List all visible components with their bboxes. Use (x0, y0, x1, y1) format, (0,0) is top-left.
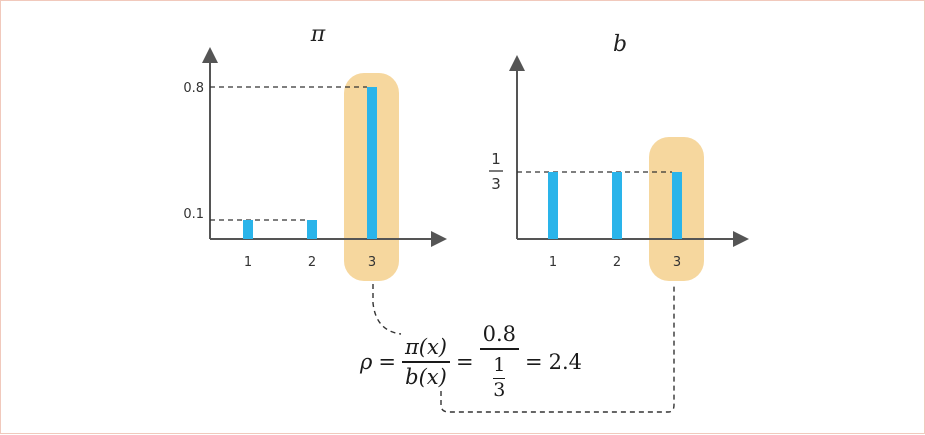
formula-value-fraction: 0.8 1 3 (479, 322, 520, 402)
right-xtick-2: 2 (613, 255, 621, 270)
right-bar-1 (548, 172, 558, 239)
right-bars (548, 172, 682, 239)
connector-left (372, 284, 402, 335)
left-title: π (310, 22, 326, 47)
formula-one-third-bar (493, 377, 506, 380)
left-xtick-1: 1 (244, 255, 252, 270)
right-ytick-numerator: 1 (491, 150, 501, 168)
formula-ratio-bar (401, 361, 450, 363)
left-bars (243, 87, 377, 239)
left-y-arrow-icon (202, 47, 218, 63)
left-x-arrow-icon (431, 231, 447, 247)
formula-one-third-denominator: 3 (493, 379, 506, 402)
formula-equals-1: = (378, 350, 396, 374)
ratio-formula: ρ = π(x) b(x) = 0.8 1 3 = 2.4 (360, 322, 583, 401)
right-x-arrow-icon (733, 231, 749, 247)
right-title: b (613, 32, 627, 57)
connector-right (440, 283, 675, 413)
formula-value-bar (479, 348, 520, 350)
formula-one-third: 1 3 (493, 353, 506, 402)
right-xtick-1: 1 (549, 255, 557, 270)
formula-ratio-fraction: π(x) b(x) (401, 335, 450, 389)
formula-rho: ρ (360, 350, 373, 374)
left-bar-3 (367, 87, 377, 239)
formula-denominator: 1 3 (490, 352, 508, 402)
left-ytick-label-high: 0.8 (183, 81, 204, 96)
right-y-arrow-icon (509, 55, 525, 71)
right-bar-3 (672, 172, 682, 239)
right-x-ticks: 1 2 3 (549, 255, 681, 270)
right-bar-2 (612, 172, 622, 239)
formula-b-x: b(x) (405, 364, 447, 389)
left-xtick-3: 3 (368, 255, 376, 270)
left-x-ticks: 1 2 3 (244, 255, 376, 270)
formula-result: 2.4 (548, 350, 583, 374)
right-ytick-denominator: 3 (491, 175, 501, 193)
right-ytick-label: 1 3 (489, 150, 503, 193)
left-ytick-label-low: 0.1 (183, 207, 204, 222)
right-xtick-3: 3 (673, 255, 681, 270)
left-xtick-2: 2 (308, 255, 316, 270)
formula-pi-x: π(x) (404, 335, 447, 360)
right-axes (509, 55, 749, 247)
formula-equals-2: = (456, 350, 474, 374)
formula-numerator-value: 0.8 (482, 322, 517, 347)
left-guide-lines (210, 86, 367, 221)
formula-equals-3: = (525, 350, 543, 374)
left-axes (202, 47, 447, 247)
formula-one-third-numerator: 1 (493, 353, 506, 376)
left-bar-2 (307, 220, 317, 239)
left-bar-1 (243, 220, 253, 239)
